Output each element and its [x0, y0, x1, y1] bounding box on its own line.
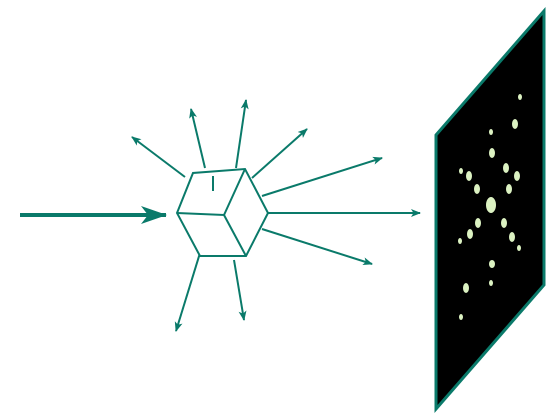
diffraction-spot — [489, 148, 495, 158]
diffraction-spot — [463, 283, 469, 293]
diffraction-spot — [509, 232, 515, 242]
scattered-ray — [252, 129, 307, 178]
diffraction-spot — [501, 218, 507, 228]
diffraction-spot — [489, 280, 493, 286]
diffraction-spot — [517, 245, 521, 251]
diffraction-spot — [506, 184, 512, 194]
diffraction-spot — [512, 119, 518, 129]
scattered-ray — [236, 100, 246, 168]
diffraction-spot — [489, 129, 493, 135]
diffraction-spot — [467, 229, 473, 239]
diffraction-spot — [514, 171, 520, 181]
scattered-ray — [191, 109, 205, 168]
diffraction-spot — [474, 184, 480, 194]
diffraction-spot — [458, 238, 462, 244]
diffraction-spot — [518, 94, 522, 100]
diffraction-spot — [475, 218, 481, 228]
cube-crystal — [177, 169, 268, 256]
diffraction-spot — [503, 163, 509, 173]
diffraction-spot — [459, 314, 463, 320]
scattered-ray — [132, 137, 185, 177]
scattered-ray — [262, 158, 382, 196]
scattered-rays — [132, 100, 420, 331]
diffraction-spot — [459, 168, 463, 174]
diffraction-spot — [489, 260, 495, 268]
diffraction-spot — [486, 197, 496, 213]
scattered-ray — [234, 260, 244, 320]
scattered-ray — [262, 229, 372, 264]
cube-outline — [177, 169, 268, 256]
diffraction-spot — [466, 171, 472, 181]
